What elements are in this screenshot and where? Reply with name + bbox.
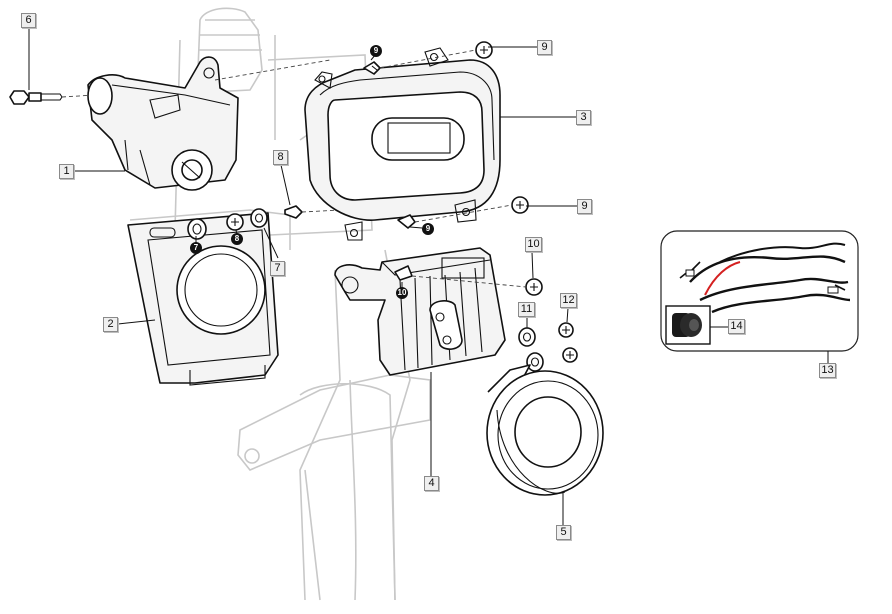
callout-9-right: 9 bbox=[577, 199, 592, 214]
callout-11: 11 bbox=[518, 302, 535, 317]
hardware-10-11-12 bbox=[394, 265, 578, 372]
marker-7: 7 bbox=[190, 242, 202, 254]
callout-6: 6 bbox=[21, 13, 36, 28]
bolt-6 bbox=[9, 90, 96, 105]
callout-9-top: 9 bbox=[537, 40, 552, 55]
ignition-switch-1 bbox=[87, 56, 331, 191]
cover-plate-2 bbox=[127, 212, 279, 386]
callout-2: 2 bbox=[103, 317, 118, 332]
callout-5: 5 bbox=[556, 525, 571, 540]
callout-13: 13 bbox=[819, 363, 836, 378]
horn-5 bbox=[486, 364, 604, 496]
callout-14: 14 bbox=[728, 319, 745, 334]
screws-9 bbox=[363, 41, 529, 229]
callout-4: 4 bbox=[424, 476, 439, 491]
marker-8: 8 bbox=[231, 233, 243, 245]
callout-3: 3 bbox=[576, 110, 591, 125]
marker-9-top: 9 bbox=[370, 45, 382, 57]
regulator-4 bbox=[334, 247, 506, 376]
callout-1: 1 bbox=[59, 164, 74, 179]
callout-12: 12 bbox=[560, 293, 577, 308]
leader-lines bbox=[28, 29, 829, 525]
display-unit-3 bbox=[304, 47, 501, 241]
callout-8: 8 bbox=[273, 150, 288, 165]
callout-7: 7 bbox=[270, 261, 285, 276]
wiring-harness-inset bbox=[660, 230, 859, 352]
marker-9-bottom: 9 bbox=[422, 223, 434, 235]
washers-and-screws bbox=[187, 205, 341, 240]
callout-10: 10 bbox=[525, 237, 542, 252]
marker-10: 10 bbox=[396, 287, 408, 299]
